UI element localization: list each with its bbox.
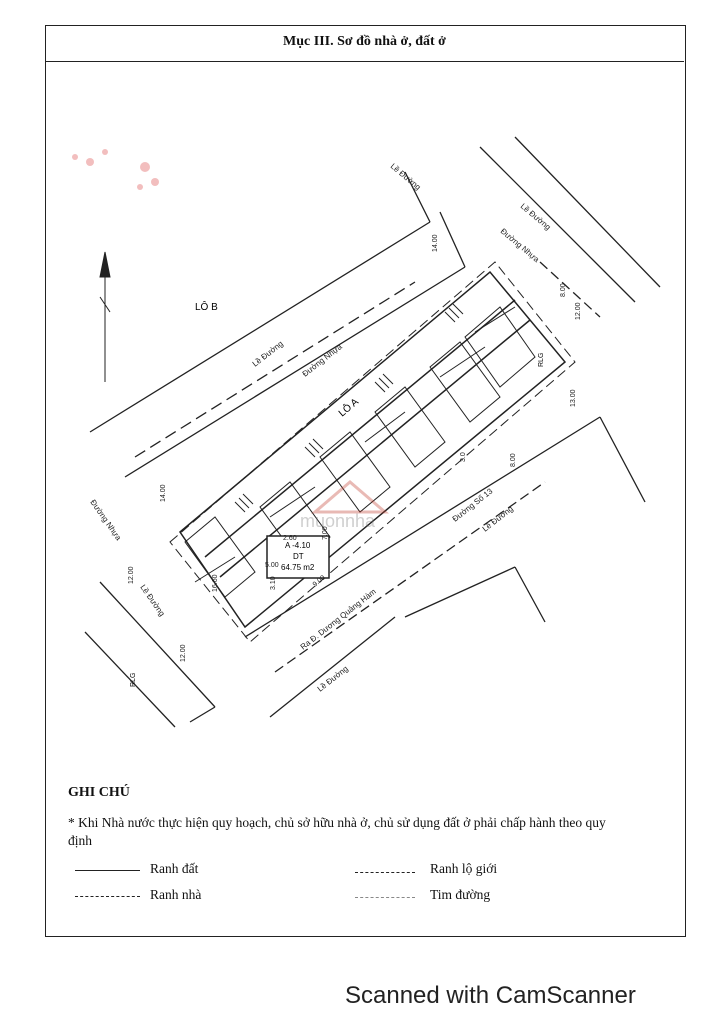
legend-ranh-lo-gioi-line (355, 872, 415, 873)
road-label: Lề Đường (481, 504, 515, 534)
dimension-labels: 14.00 8.00 12.00 13.00 8.00 3.0 14.00 12… (128, 234, 582, 662)
north-arrow-icon (99, 251, 111, 382)
house-units (184, 306, 536, 598)
right-road (479, 136, 661, 318)
road-label: Đường Nhựa (301, 342, 344, 379)
dimension-label: 8.00 (560, 283, 567, 297)
lower-roads (84, 416, 646, 728)
parcel-area: 64.75 m2 (281, 563, 315, 572)
dimension-label: 13.00 (570, 389, 577, 407)
dimension-label: 5.00 (265, 562, 279, 569)
legend-tim-duong-line (355, 897, 415, 898)
parcel-id: A -4.10 (285, 541, 311, 550)
dimension-label: 16.60 (212, 574, 219, 592)
legend-ranh-nha: Ranh nhà (150, 887, 202, 902)
legend-ranh-lo-gioi: Ranh lộ giới (430, 861, 498, 876)
watermark-text: muonnha (300, 511, 376, 531)
lot-b-label: LÔ B (195, 300, 218, 313)
legend-ranh-dat: Ranh đất (150, 861, 199, 876)
dimension-label: 14.00 (160, 484, 167, 502)
dimension-label: 8.00 (510, 453, 517, 467)
block-a-outline (169, 261, 576, 643)
legend-tim-duong: Tim đường (430, 887, 491, 902)
upper-road (89, 171, 466, 478)
document-frame (45, 25, 686, 937)
road-label: Đường Nhựa (499, 227, 542, 265)
dimension-label: 7.00 (322, 526, 329, 540)
stair-hatching (234, 303, 464, 513)
watermark-logo: muonnha (300, 480, 390, 531)
legend-ranh-dat-line (75, 870, 140, 871)
rlg-marker: RLG (538, 353, 545, 367)
red-stamp-mark (72, 149, 159, 190)
camscanner-footer: Scanned with CamScanner (345, 982, 636, 1009)
dimension-label: 3.10 (270, 576, 277, 590)
section-title: Mục III. Sơ đồ nhà ở, đất ở (283, 34, 446, 49)
dimension-label: 3.0 (460, 452, 467, 462)
road-label: Đường Nhựa (88, 498, 123, 543)
road-label: Lề Đường (519, 202, 553, 232)
road-label: Lề Đường (389, 162, 423, 192)
dimension-label: 12.00 (180, 644, 187, 662)
road-label: Lề Đường (251, 339, 285, 369)
note-text: * Khi Nhà nước thực hiện quy hoạch, chủ … (68, 815, 606, 848)
road-labels: Lề Đường Đường Nhựa Lề Đường Đường Nhựa … (88, 162, 552, 694)
title-bar: Mục III. Sơ đồ nhà ở, đất ở (45, 25, 684, 62)
notes-heading: GHI CHÚ (68, 785, 130, 800)
dimension-label: 14.00 (432, 234, 439, 252)
dimension-label: 2.60 (283, 535, 297, 542)
rlg-marker: RLG (130, 673, 137, 687)
site-plan-drawing: A -4.10 DT 64.75 m2 muonnha LÔ B LÔ A Lề… (72, 136, 661, 728)
dimension-label: 12.00 (575, 302, 582, 320)
parcel-dt-label: DT (293, 552, 304, 561)
road-label: Lề Đường (316, 664, 350, 694)
parcel-a-4-10: A -4.10 DT 64.75 m2 (266, 535, 330, 579)
road-label: Lề Đường (138, 583, 166, 618)
legend-ranh-nha-line (75, 896, 140, 897)
dimension-label: 12.00 (128, 566, 135, 584)
